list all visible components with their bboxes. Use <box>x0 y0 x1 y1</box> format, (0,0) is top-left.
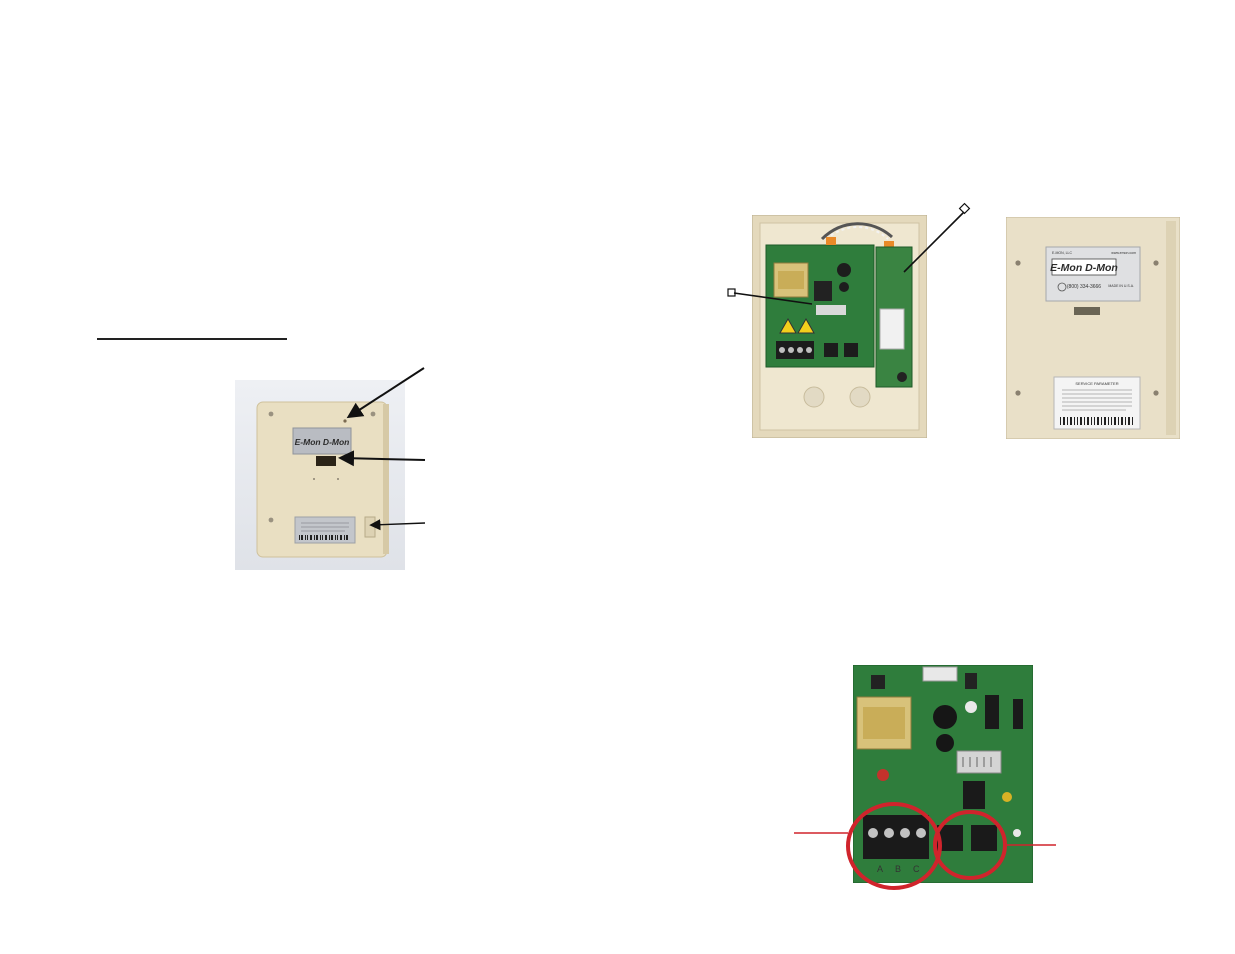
terminal-screw-icon <box>900 828 910 838</box>
ic-chip <box>963 781 985 809</box>
meter-front-illustration: E-Mon D-Mon <box>256 401 389 558</box>
terminal-block <box>776 341 814 359</box>
terminal-screw-icon <box>806 347 812 353</box>
logo-box <box>1051 258 1117 276</box>
terminal-screw-icon <box>868 828 878 838</box>
nameplate-title: SERVICE PARAMETER <box>1075 381 1118 386</box>
knockout-hole <box>803 386 825 408</box>
screw-icon <box>1153 390 1159 396</box>
barcode-icon <box>1060 417 1133 425</box>
barcode-icon <box>299 535 348 540</box>
capacitor <box>965 701 977 713</box>
meter-callout-arrows <box>338 367 426 531</box>
connector <box>965 673 977 689</box>
ct-connector <box>971 825 997 851</box>
varistor <box>877 769 889 781</box>
open-enclosure-illustration <box>751 214 928 439</box>
nameplate-text-lines <box>301 522 349 532</box>
lcd-counter <box>816 305 846 315</box>
capacitor <box>837 263 851 277</box>
screw-icon <box>1015 260 1021 266</box>
square-callout-marker-icon <box>958 202 971 215</box>
connector <box>871 675 885 689</box>
dot-icon <box>337 478 339 480</box>
main-board-callout-line <box>733 292 813 305</box>
screw-icon <box>268 517 274 523</box>
wire-harness-stripe <box>825 226 889 240</box>
warning-triangle-icon <box>797 317 815 334</box>
transformer-core <box>863 707 905 739</box>
lcd-counter <box>956 750 1002 774</box>
open-enclosure-photo <box>751 214 928 439</box>
phone-text: (800) 334-3666 <box>1067 284 1101 290</box>
terminal-label-c: C <box>913 864 920 874</box>
led-callout-arrow <box>346 367 425 419</box>
screw-icon <box>370 411 376 417</box>
closed-logo-text: E-Mon D-Mon <box>1050 262 1118 274</box>
nameplate-text-lines <box>1062 389 1132 411</box>
voltage-terminal-highlight-circle <box>846 802 942 890</box>
capacitor <box>839 282 849 292</box>
ic-chip <box>814 281 832 301</box>
label-sticker <box>879 308 905 350</box>
screw-icon <box>1015 390 1021 396</box>
terminal-screw-icon <box>797 347 803 353</box>
connector <box>826 237 836 245</box>
knockout-hole <box>849 386 871 408</box>
ic-chip <box>985 695 999 729</box>
wire-harness <box>820 222 894 241</box>
connector <box>884 241 894 249</box>
connector <box>1013 829 1021 837</box>
terminal-highlight-overlay <box>794 802 1056 890</box>
latch-callout-arrow <box>369 519 426 531</box>
closed-enclosure-photo: E-MON, LLC www.emon.com E-Mon D-Mon (800… <box>1005 216 1181 440</box>
enclosure-cover-edge <box>1166 221 1176 435</box>
square-callout-marker-icon <box>727 288 736 297</box>
company-small-text: E-MON, LLC <box>1052 251 1073 255</box>
terminal-screw-icon <box>788 347 794 353</box>
comm-board-callout-line <box>903 211 965 273</box>
ct-connector <box>844 343 858 357</box>
capacitor <box>897 372 907 382</box>
terminal-screw-icon <box>779 347 785 353</box>
transformer-core <box>778 271 804 289</box>
warning-triangle-icon <box>779 317 797 334</box>
ct-connector <box>824 343 838 357</box>
screw-icon <box>268 411 274 417</box>
header-connector <box>922 666 958 682</box>
website-text: www.emon.com <box>1111 251 1136 255</box>
display-callout-arrow <box>338 450 426 467</box>
led-indicator-icon <box>343 419 347 423</box>
section-heading-underline <box>97 338 287 340</box>
meter-enclosure-side <box>383 404 389 554</box>
lcd-digit-segments <box>962 757 992 767</box>
display-window <box>316 456 336 466</box>
ul-mark-icon <box>1057 282 1067 292</box>
terminal-label-b: B <box>895 864 901 874</box>
dot-icon <box>313 478 315 480</box>
capacitor <box>1002 792 1012 802</box>
meter-front-photo: E-Mon D-Mon <box>235 380 405 570</box>
terminal-screw-icon <box>884 828 894 838</box>
made-in-text: MADE IN U.S.A. <box>1108 284 1134 288</box>
board-callout-lines <box>727 202 971 305</box>
capacitor <box>936 734 954 752</box>
capacitor <box>933 705 957 729</box>
meter-logo-text: E-Mon D-Mon <box>295 437 350 447</box>
terminal-label-a: A <box>877 864 883 874</box>
screw-icon <box>1153 260 1159 266</box>
logo-plate <box>292 427 352 455</box>
ic-chip <box>1013 699 1023 729</box>
display-window <box>1074 307 1100 315</box>
closed-enclosure-illustration: E-MON, LLC www.emon.com E-Mon D-Mon (800… <box>1005 216 1181 440</box>
terminal-screw-icon <box>916 828 926 838</box>
ct-connector-highlight-circle <box>933 810 1007 880</box>
